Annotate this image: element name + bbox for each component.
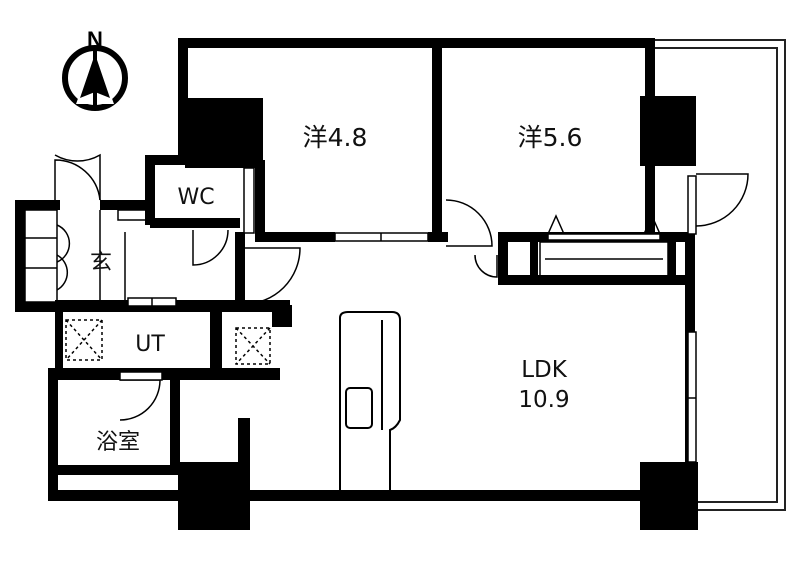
north-label: N — [87, 27, 103, 52]
balcony — [652, 39, 786, 511]
closet — [539, 214, 669, 277]
compass: N — [62, 27, 128, 111]
room-label-utility: UT — [135, 332, 165, 357]
room-labels: 洋4.8 洋5.6 WC 玄 UT 浴室 LDK 10.9 — [90, 123, 582, 455]
kitchen-counter — [339, 311, 401, 490]
room-label-ldk-size: 10.9 — [518, 387, 569, 413]
room-label-western-2: 洋5.6 — [518, 123, 583, 152]
washer-spaces — [65, 319, 271, 365]
doors — [54, 153, 749, 421]
north-arrow-icon — [62, 45, 128, 111]
room-label-western-1: 洋4.8 — [303, 123, 368, 152]
room-label-ldk: LDK — [521, 357, 568, 383]
room-label-wc: WC — [177, 185, 214, 210]
room-label-bathroom: 浴室 — [96, 430, 140, 455]
openings — [243, 167, 697, 463]
room-label-entrance: 玄 — [90, 250, 112, 275]
structural-columns — [178, 96, 698, 530]
shoe-storage — [24, 209, 177, 307]
